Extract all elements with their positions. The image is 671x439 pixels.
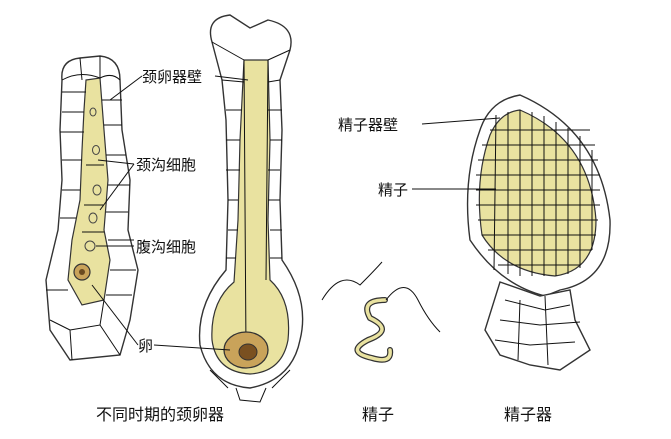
archegonium-mature xyxy=(198,14,304,403)
label-ventral-canal-cell: 腹沟细胞 xyxy=(136,238,196,256)
leader-egg-right xyxy=(153,344,231,351)
leader-neck-wall xyxy=(214,75,249,81)
leader-neck-wall-left xyxy=(109,75,143,101)
archegonium-young xyxy=(45,55,139,361)
leader-neck-canal-cells xyxy=(97,159,135,165)
label-neck-canal-cells: 颈沟细胞 xyxy=(136,156,196,174)
label-neck-wall: 颈卵器壁 xyxy=(142,68,202,86)
label-egg: 卵 xyxy=(138,337,153,355)
caption-antheridium: 精子器 xyxy=(504,405,552,424)
leader-antheridium-wall xyxy=(421,117,501,125)
antheridium xyxy=(466,94,611,371)
caption-sperm: 精子 xyxy=(362,405,394,424)
sperm-drawing xyxy=(321,261,441,363)
label-sperm-inner: 精子 xyxy=(378,181,408,199)
leader-neck-canal-cells-2 xyxy=(99,163,135,211)
spermatogenous-grid xyxy=(476,110,600,276)
leader-egg-left xyxy=(91,284,139,346)
caption-archegonium: 不同时期的颈卵器 xyxy=(96,405,224,424)
label-antheridium-wall: 精子器壁 xyxy=(338,116,398,134)
